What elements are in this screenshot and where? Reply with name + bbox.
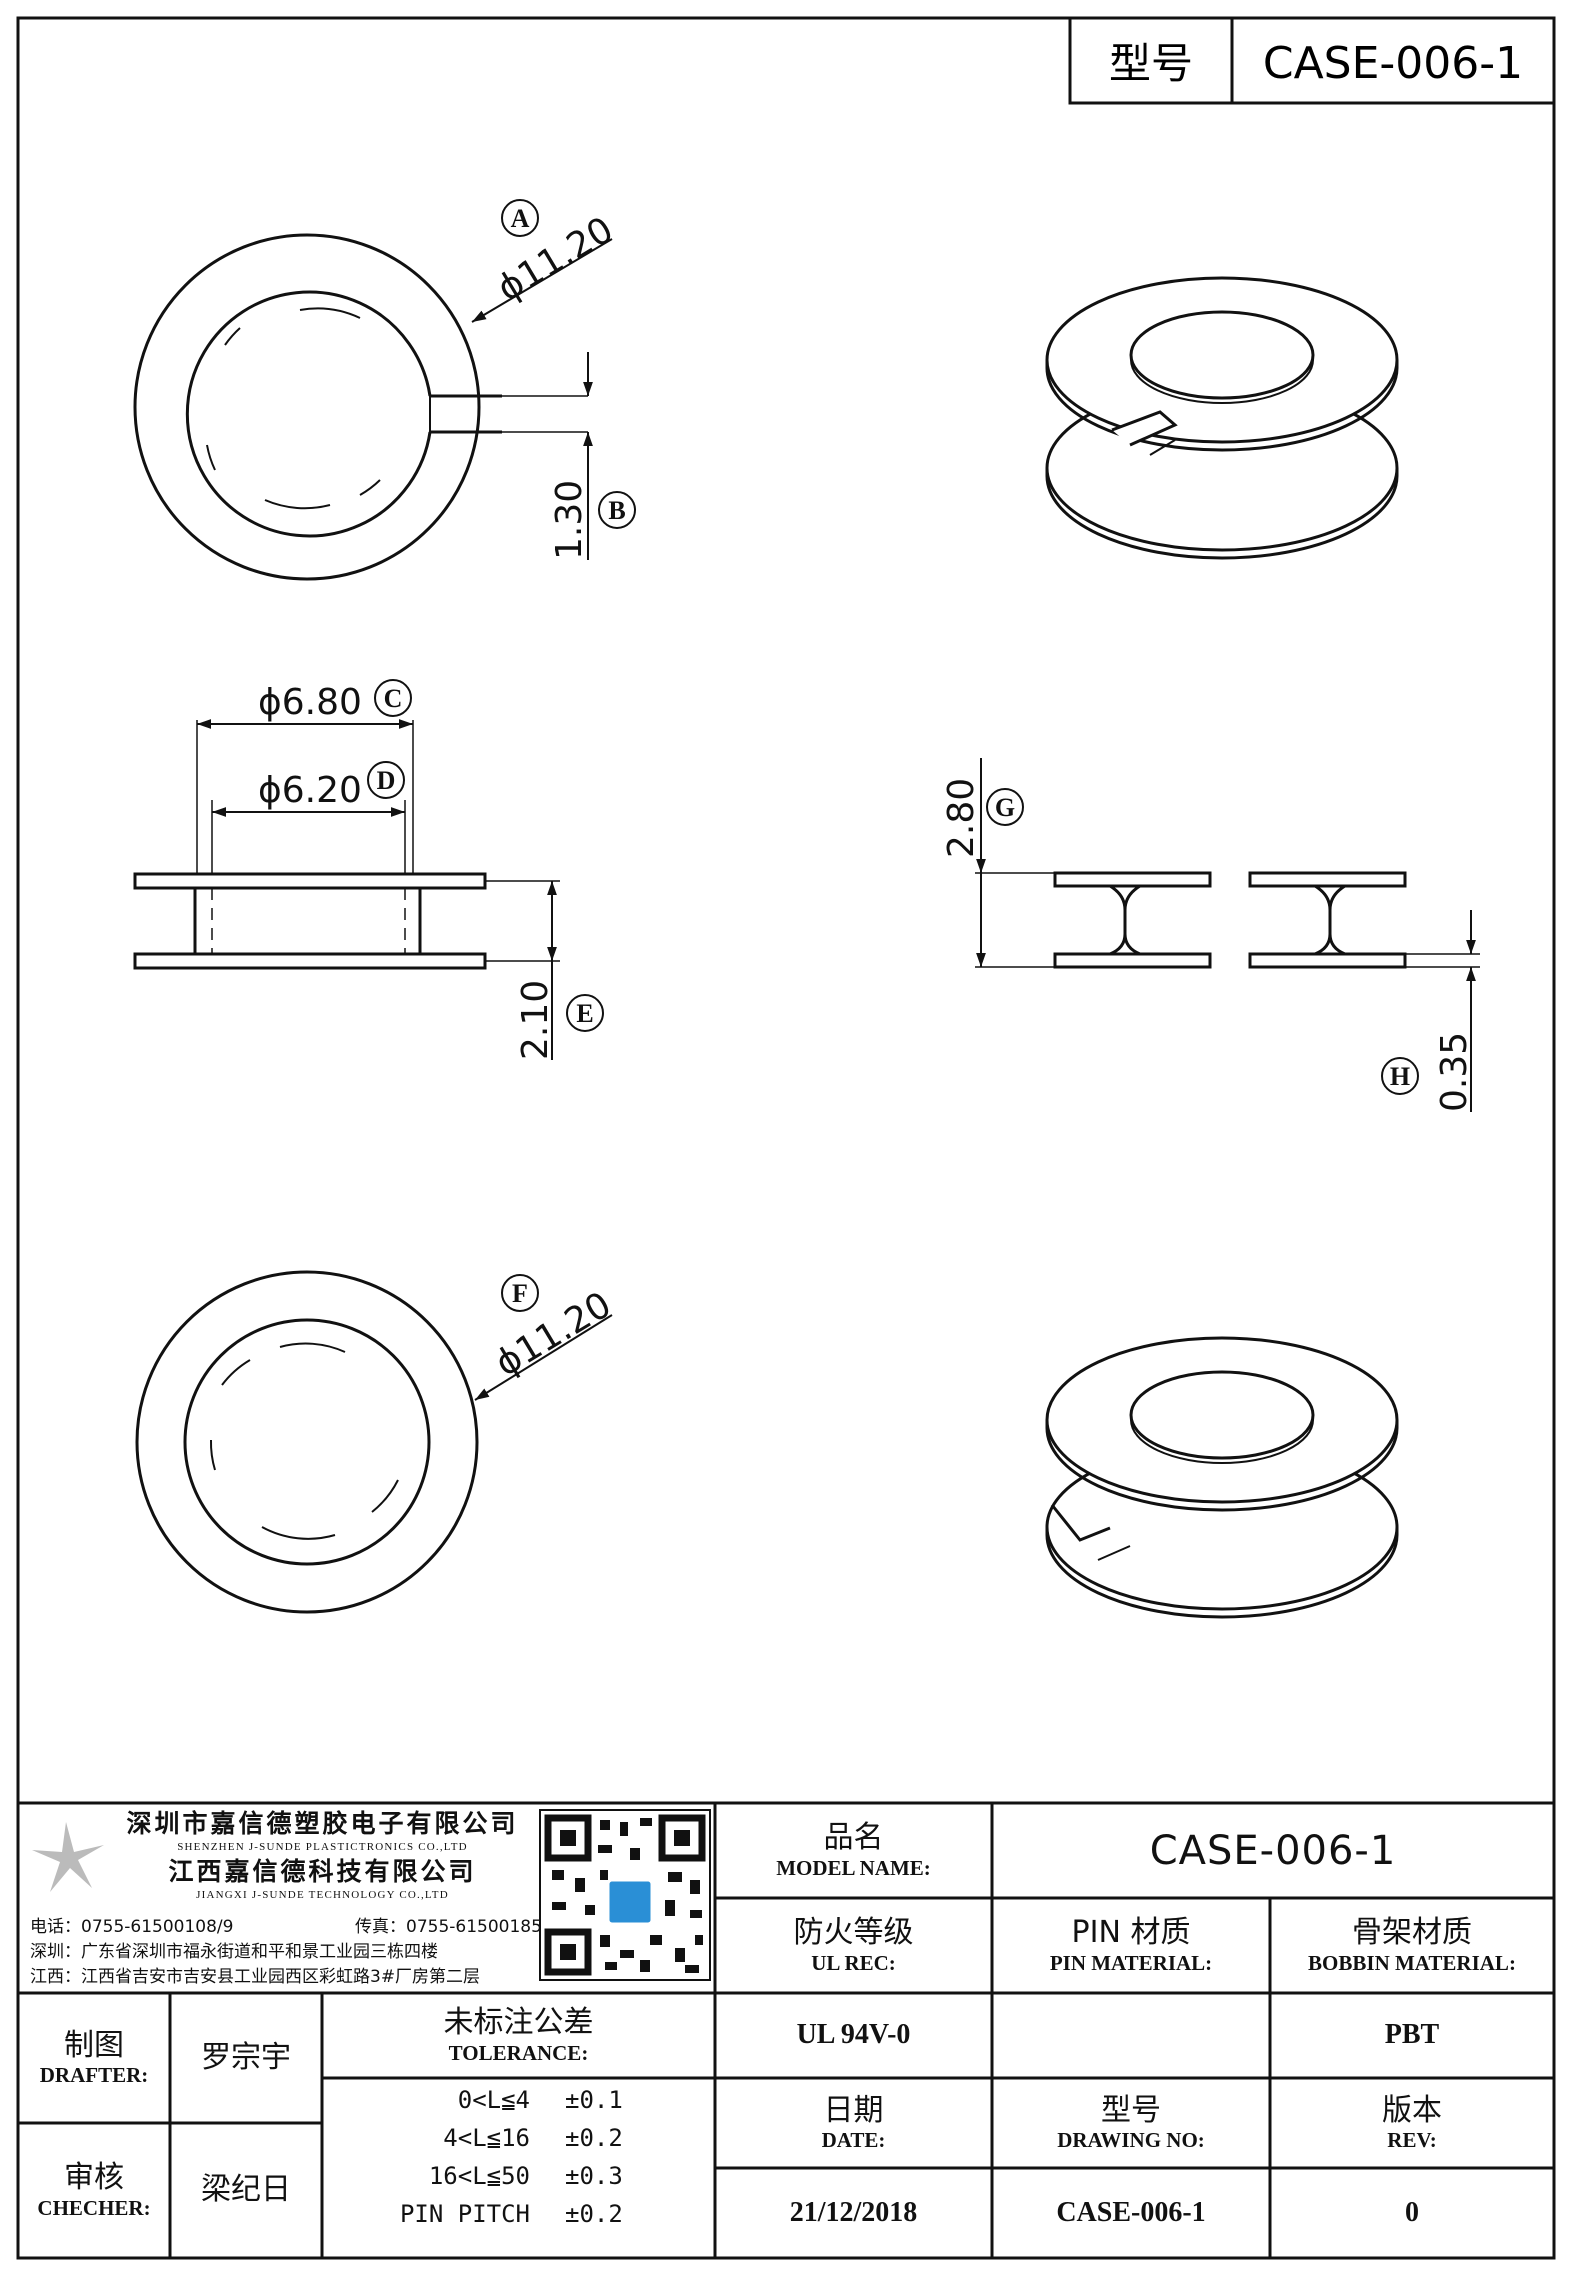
bobbin-label-en: BOBBIN MATERIAL: bbox=[1308, 1950, 1516, 1975]
dim-B: 1.30 B bbox=[549, 352, 636, 560]
sheet-border bbox=[16, 16, 1556, 2260]
dim-H-value: 0.35 bbox=[1434, 1032, 1475, 1112]
dim-D: ϕ6.20 D bbox=[211, 761, 406, 874]
company-address-jiangxi: 江西：江西省吉安市吉安县工业园西区彩虹路3#厂房第二层 bbox=[30, 1967, 481, 1987]
bobbin-material-header: 骨架材质 BOBBIN MATERIAL: bbox=[1270, 1898, 1554, 1993]
tolerance-range: PIN PITCH bbox=[399, 2200, 530, 2228]
drafter-label-en: DRAFTER: bbox=[39, 2063, 149, 2088]
header-model-label: 型号 bbox=[1109, 39, 1193, 88]
pin-label-cn: PIN 材质 bbox=[1071, 1915, 1191, 1951]
tolerance-table: 0<L≦4 ±0.1 4<L≦16 ±0.2 16<L≦50 ±0.3 PIN … bbox=[322, 2082, 715, 2254]
dim-C-value: ϕ6.80 bbox=[258, 682, 362, 723]
ul-label-en: UL REC: bbox=[811, 1950, 896, 1975]
date-label-en: DATE: bbox=[821, 2128, 886, 2153]
dim-H: 0.35 H bbox=[1381, 910, 1476, 1112]
company-name-cn: 深圳市嘉信德塑胶电子有限公司 bbox=[126, 1808, 519, 1838]
date-label-cn: 日期 bbox=[823, 2092, 884, 2128]
dim-B-label: B bbox=[608, 496, 625, 525]
checker-label-en: CHECHER: bbox=[37, 2195, 151, 2220]
header-model-box: 型号 CASE-006-1 bbox=[1068, 16, 1556, 105]
tolerance-label-en: TOLERANCE: bbox=[448, 2040, 589, 2065]
model-name-label-en: MODEL NAME: bbox=[776, 1855, 931, 1880]
drawing-no-value: CASE-006-1 bbox=[1056, 2196, 1206, 2228]
rev-label-en: REV: bbox=[1387, 2128, 1437, 2153]
top-view-slotted bbox=[133, 233, 588, 581]
side-view bbox=[133, 872, 560, 970]
company-fax: 传真：0755-61500185 bbox=[355, 1917, 542, 1937]
tolerance-row: 0<L≦4 ±0.1 bbox=[322, 2086, 715, 2124]
company2-name-cn: 江西嘉信德科技有限公司 bbox=[168, 1856, 477, 1886]
iso-view-plain bbox=[1045, 1336, 1399, 1619]
pin-label-en: PIN MATERIAL: bbox=[1049, 1950, 1213, 1975]
company-address-shenzhen: 深圳：广东省深圳市福永街道和平和景工业园三栋四楼 bbox=[30, 1942, 438, 1962]
checker-label-cn: 审核 bbox=[64, 2160, 124, 2196]
drafter-name: 罗宗宇 bbox=[201, 2039, 291, 2075]
checker-name: 梁纪日 bbox=[201, 2172, 291, 2208]
rev-value: 0 bbox=[1405, 2196, 1419, 2228]
tolerance-label-cn: 未标注公差 bbox=[443, 2005, 594, 2041]
drawing-label-cn: 型号 bbox=[1101, 2092, 1161, 2128]
company2-name-en: JIANGXI J-SUNDE TECHNOLOGY CO.,LTD bbox=[196, 1888, 449, 1901]
bobbin-material-value: PBT bbox=[1384, 2019, 1440, 2051]
dim-E-value: 2.10 bbox=[515, 980, 556, 1060]
tolerance-value: ±0.2 bbox=[565, 2124, 623, 2152]
top-view-plain bbox=[135, 1270, 479, 1614]
dim-H-label: H bbox=[1390, 1062, 1410, 1091]
company-logo bbox=[32, 1822, 104, 1892]
checker-header: 审核 CHECHER: bbox=[18, 2123, 170, 2258]
model-name-label-cn: 品名 bbox=[823, 1820, 884, 1856]
drafter-label-cn: 制图 bbox=[64, 2027, 124, 2063]
tolerance-range: 16<L≦50 bbox=[428, 2162, 530, 2190]
model-name-value: CASE-006-1 bbox=[1149, 1827, 1397, 1874]
header-model-value: CASE-006-1 bbox=[1263, 38, 1523, 89]
model-name-header: 品名 MODEL NAME: bbox=[715, 1803, 992, 1898]
tolerance-row: 4<L≦16 ±0.2 bbox=[322, 2124, 715, 2162]
title-block-grid bbox=[18, 1801, 1554, 2258]
bobbin-label-cn: 骨架材质 bbox=[1352, 1915, 1472, 1951]
dim-C: ϕ6.80 C bbox=[196, 679, 414, 874]
dim-E-label: E bbox=[576, 999, 593, 1028]
tolerance-header: 未标注公差 TOLERANCE: bbox=[322, 1993, 715, 2078]
pin-material-value bbox=[992, 1993, 1270, 2078]
drafter-header: 制图 DRAFTER: bbox=[18, 1993, 170, 2123]
drawing-no-header: 型号 DRAWING NO: bbox=[992, 2078, 1270, 2168]
ul-value: UL 94V-0 bbox=[796, 2019, 911, 2051]
dim-B-value: 1.30 bbox=[549, 480, 590, 560]
tolerance-range: 0<L≦4 bbox=[457, 2086, 530, 2114]
iso-view-slotted bbox=[1045, 276, 1399, 560]
dim-A: ϕ11.20 A bbox=[471, 199, 620, 323]
dim-E: 2.10 E bbox=[515, 881, 604, 1060]
dim-D-value: ϕ6.20 bbox=[258, 770, 362, 811]
tolerance-row: 16<L≦50 ±0.3 bbox=[322, 2162, 715, 2200]
ul-header: 防火等级 UL REC: bbox=[715, 1898, 992, 1993]
company-phone: 电话：0755-61500108/9 bbox=[30, 1917, 234, 1937]
pin-material-header: PIN 材质 PIN MATERIAL: bbox=[992, 1898, 1270, 1993]
tolerance-row: PIN PITCH ±0.2 bbox=[322, 2200, 715, 2238]
dim-F: ϕ11.20 F bbox=[474, 1274, 619, 1401]
section-view bbox=[975, 871, 1480, 969]
tolerance-value: ±0.3 bbox=[565, 2162, 623, 2190]
ul-label-cn: 防火等级 bbox=[793, 1915, 914, 1951]
dim-G-value: 2.80 bbox=[941, 778, 982, 858]
tolerance-value: ±0.1 bbox=[565, 2086, 623, 2114]
dim-D-label: D bbox=[377, 766, 396, 795]
date-value: 21/12/2018 bbox=[789, 2196, 918, 2228]
dim-G: 2.80 G bbox=[941, 758, 1024, 967]
dim-A-label: A bbox=[511, 204, 530, 233]
tolerance-range: 4<L≦16 bbox=[443, 2124, 530, 2152]
company-name-en: SHENZHEN J-SUNDE PLASTICTRONICS CO.,LTD bbox=[177, 1840, 468, 1853]
date-header: 日期 DATE: bbox=[715, 2078, 992, 2168]
dim-F-value: ϕ11.20 bbox=[489, 1284, 619, 1384]
dim-F-label: F bbox=[512, 1279, 528, 1308]
dim-G-label: G bbox=[995, 793, 1015, 822]
drawing-label-en: DRAWING NO: bbox=[1057, 2128, 1205, 2153]
rev-label-cn: 版本 bbox=[1382, 2092, 1442, 2128]
qr-code[interactable] bbox=[539, 1809, 711, 1981]
tolerance-value: ±0.2 bbox=[565, 2200, 623, 2228]
dim-C-label: C bbox=[384, 684, 403, 713]
rev-header: 版本 REV: bbox=[1270, 2078, 1554, 2168]
